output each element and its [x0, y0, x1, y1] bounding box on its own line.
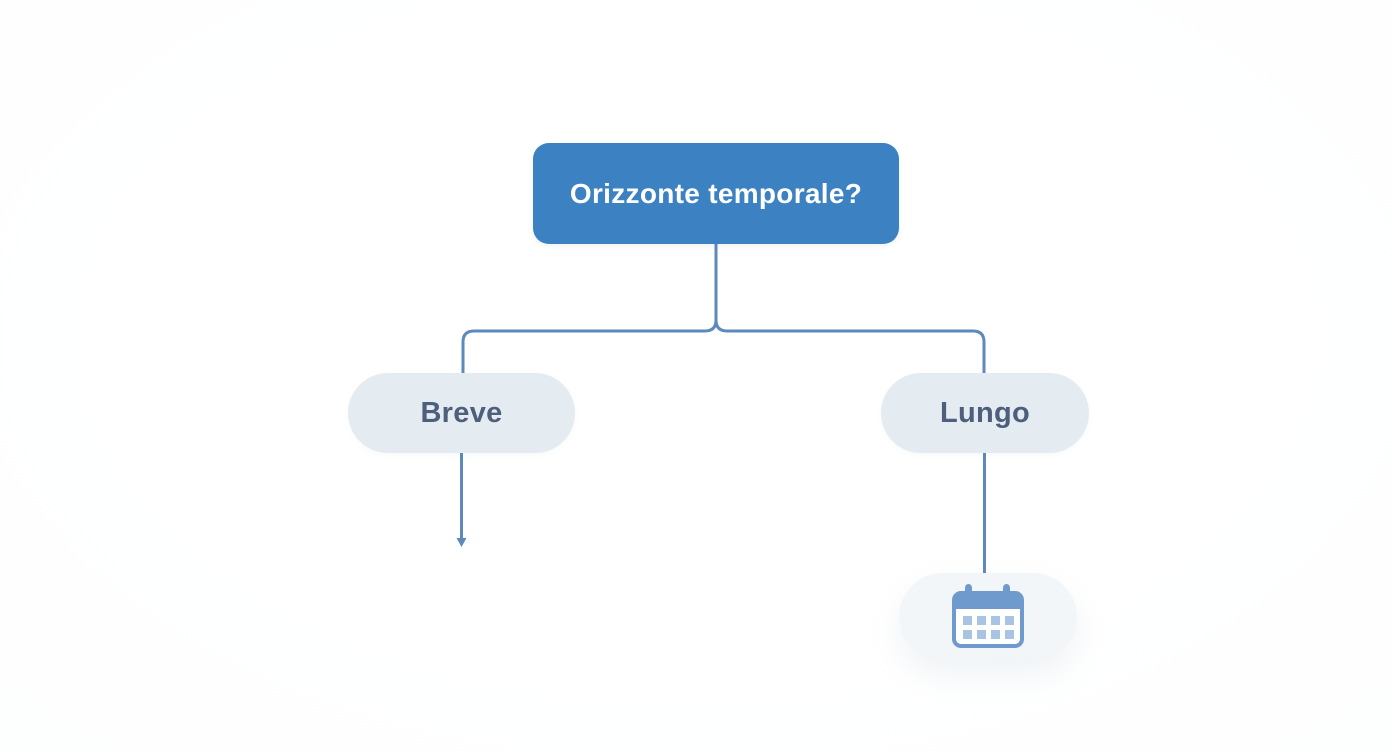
connector-root-to-breve	[461, 242, 718, 375]
calendar-icon	[952, 584, 1024, 648]
arrowhead-breve	[456, 538, 467, 547]
branch-node-breve: Breve	[348, 373, 575, 453]
connector-root-to-lungo	[714, 242, 986, 375]
leaf-node-calendar	[899, 573, 1077, 661]
decision-node-label: Orizzonte temporale?	[569, 177, 863, 209]
decision-node-orizzonte-temporale: Orizzonte temporale?	[533, 143, 899, 244]
branch-node-breve-label: Breve	[420, 396, 503, 429]
branch-node-lungo-label: Lungo	[939, 396, 1031, 429]
branch-node-lungo: Lungo	[881, 373, 1089, 453]
